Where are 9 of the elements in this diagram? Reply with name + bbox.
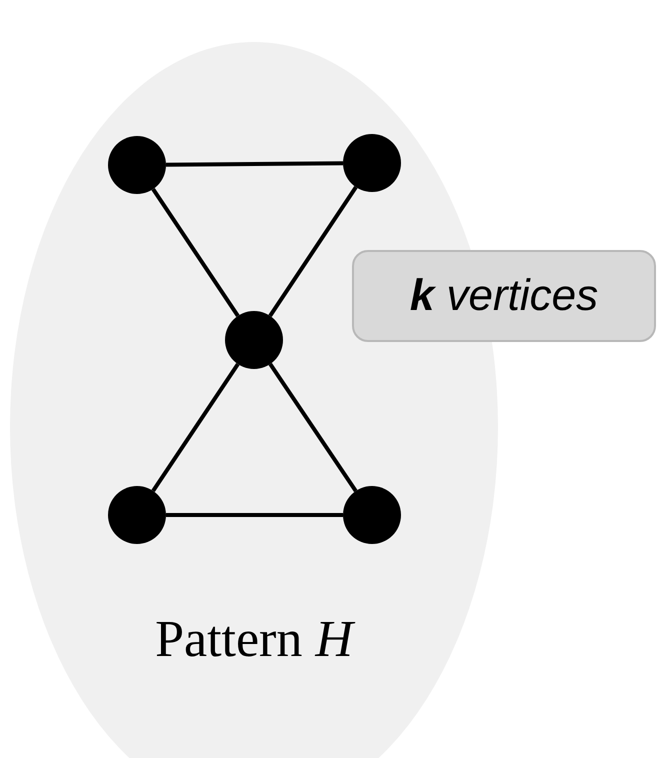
graph-edge [166,161,344,167]
graph-edge [151,363,240,492]
graph-edge [268,362,358,492]
vertex-count-box [352,250,656,342]
vertex-count-text: k vertices [410,274,598,318]
graph-edge [166,513,343,517]
graph-edge [268,186,358,317]
graph-edge [151,188,240,317]
pattern-caption: Pattern H [10,614,498,666]
